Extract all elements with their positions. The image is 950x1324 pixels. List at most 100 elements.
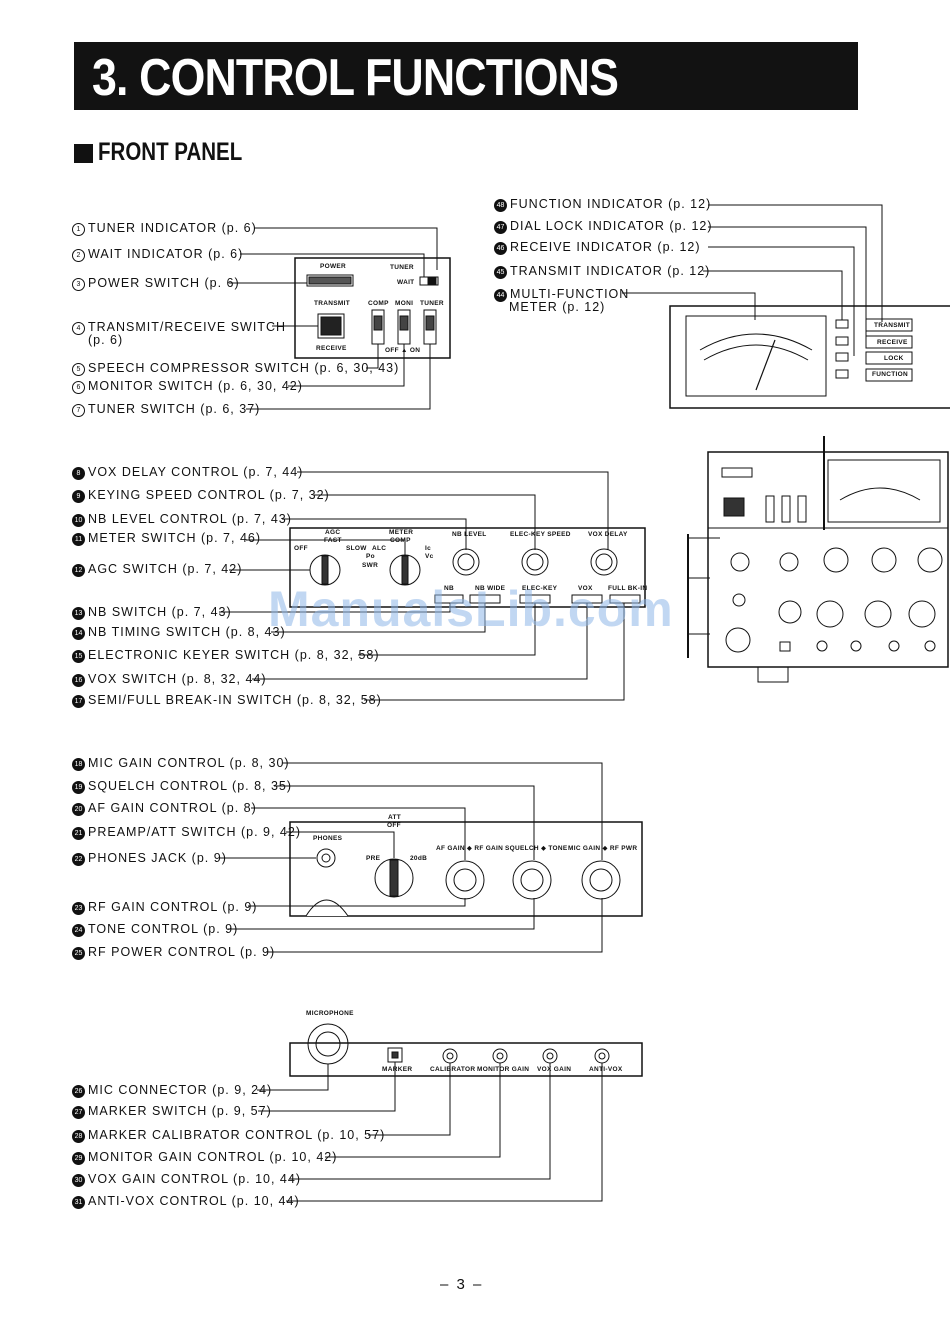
panel-agc-label: AGC <box>325 529 341 536</box>
phones-jack <box>316 848 336 868</box>
panel-transmit-ind-label: TRANSMIT <box>874 322 910 329</box>
panel-function-ind-label: FUNCTION <box>872 371 908 378</box>
panel-vox-gain-label: VOX GAIN <box>537 1066 572 1073</box>
panel-po-label: Po <box>366 553 375 560</box>
panel-meter-label: METER <box>389 529 414 536</box>
nb-switch <box>434 594 464 604</box>
meter-panel <box>669 305 950 409</box>
panel-moni-label: MONI <box>395 300 414 307</box>
panel-20db-label: 20dB <box>410 855 428 862</box>
microphone-panel <box>289 1042 643 1077</box>
nb-level-knob <box>452 548 480 576</box>
panel-fast-label: FAST <box>324 537 342 544</box>
panel-anti-vox-label: ANTI-VOX <box>589 1066 623 1073</box>
page-title: 3. CONTROL FUNCTIONS <box>92 49 619 107</box>
panel-nb-label: NB <box>444 585 454 592</box>
calibrator-knob <box>442 1048 458 1064</box>
anti-vox-knob <box>594 1048 610 1064</box>
function-indicator-lamp <box>835 369 849 379</box>
panel-tuner2-label: TUNER <box>420 300 444 307</box>
panel-power-label: POWER <box>320 263 347 270</box>
wait-indicator <box>419 276 439 286</box>
panel-phones-label: PHONES <box>313 835 343 842</box>
lock-indicator-lamp <box>835 352 849 362</box>
elec-key-speed-knob <box>521 548 549 576</box>
panel-pre-label: PRE <box>366 855 381 862</box>
panel-microphone-label: MICROPHONE <box>306 1010 354 1017</box>
watermark: ManualsLib.com <box>268 581 674 637</box>
rig-overview <box>707 451 949 668</box>
preamp-att-knob <box>374 858 414 898</box>
panel-marker-label: MARKER <box>382 1066 413 1073</box>
panel-receive-label: RECEIVE <box>316 345 347 352</box>
page-number: – 3 – <box>440 1276 484 1293</box>
panel-receive-ind-label: RECEIVE <box>877 339 908 346</box>
callout-meter-ref: METER (p. 12) <box>509 300 606 314</box>
panel-calibrator-label: CALIBRATOR <box>430 1066 476 1073</box>
receive-indicator-lamp <box>835 336 849 346</box>
transmit-indicator-lamp <box>835 319 849 329</box>
panel-monitor-gain-label: MONITOR GAIN <box>477 1066 530 1073</box>
panel-att-label: ATT <box>388 814 402 821</box>
squelch-tone-knob <box>512 860 552 900</box>
section-marker-square <box>74 144 93 163</box>
panel-vox-delay-label: VOX DELAY <box>588 531 628 538</box>
section-title: FRONT PANEL <box>98 138 243 166</box>
mic-gain-rf-pwr-knob <box>581 860 621 900</box>
panel-swr-label: SWR <box>362 562 379 569</box>
agc-meter-panel <box>289 527 646 608</box>
panel-off-label: OFF <box>294 545 308 552</box>
panel-af-rf-label: AF GAIN ◆ RF GAIN <box>436 845 504 852</box>
phones-panel <box>289 821 643 917</box>
panel-mic-rf-label: MIC GAIN ◆ RF PWR <box>568 845 638 852</box>
panel-vc-label: Vc <box>425 553 434 560</box>
power-switch <box>306 274 354 287</box>
panel-offon-label: OFF ▲ ON <box>385 347 421 354</box>
panel-elec-key-speed-label: ELEC-KEY SPEED <box>510 531 571 538</box>
vox-delay-knob <box>590 548 618 576</box>
panel-nb-level-label: NB LEVEL <box>452 531 487 538</box>
microphone-connector <box>307 1023 349 1065</box>
panel-wait-label: WAIT <box>397 279 415 286</box>
monitor-gain-knob <box>492 1048 508 1064</box>
panel-elec-key-label: ELEC-KEY <box>522 585 558 592</box>
full-bk-in-switch <box>609 594 641 604</box>
panel-tuner-label: TUNER <box>390 264 414 271</box>
panel-transmit-label: TRANSMIT <box>314 300 350 307</box>
panel-comp-label: COMP <box>368 300 389 307</box>
panel-att-off-label: OFF <box>387 822 401 829</box>
panel-ic-label: Ic <box>425 545 432 552</box>
